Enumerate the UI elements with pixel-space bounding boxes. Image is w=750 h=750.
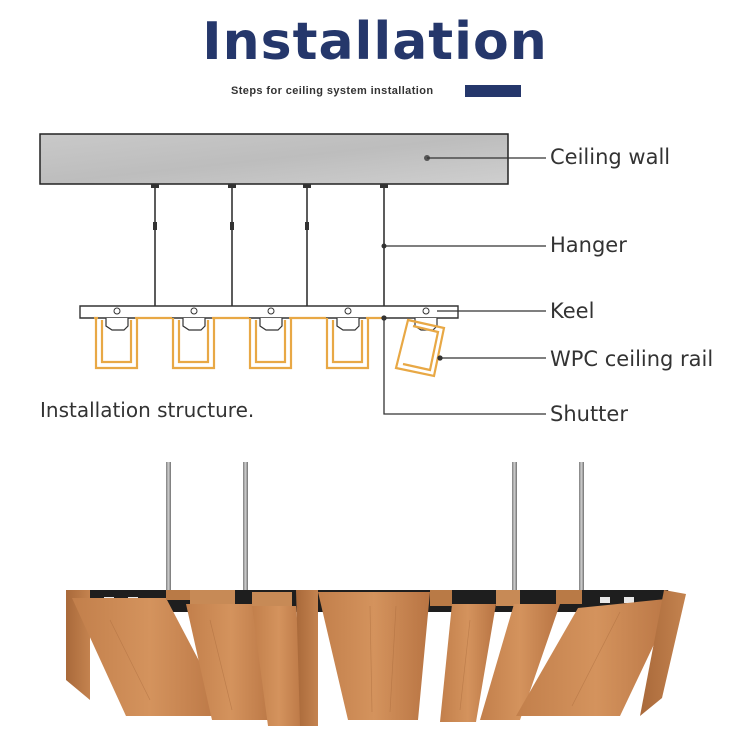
- label-keel: Keel: [550, 299, 595, 323]
- subtitle-accent-bar: [465, 85, 521, 97]
- installed-ceiling-illustration: [66, 462, 686, 726]
- hangers: [154, 184, 385, 306]
- label-ceiling-wall: Ceiling wall: [550, 145, 671, 169]
- label-wpc-ceiling-rail: WPC ceiling rail: [550, 347, 714, 371]
- label-shutter: Shutter: [550, 402, 628, 426]
- shutter: [394, 318, 446, 378]
- page-subtitle: Steps for ceiling system installation: [231, 85, 434, 97]
- label-hanger: Hanger: [550, 233, 627, 257]
- diagram-caption: Installation structure.: [40, 398, 255, 422]
- ceiling-wall: [39, 133, 509, 185]
- leader-lines: [381, 157, 546, 415]
- hanger-clips: [151, 184, 388, 249]
- keel: [79, 305, 459, 331]
- wpc-ceiling-rails: [94, 316, 384, 370]
- page-title: Installation: [202, 12, 548, 72]
